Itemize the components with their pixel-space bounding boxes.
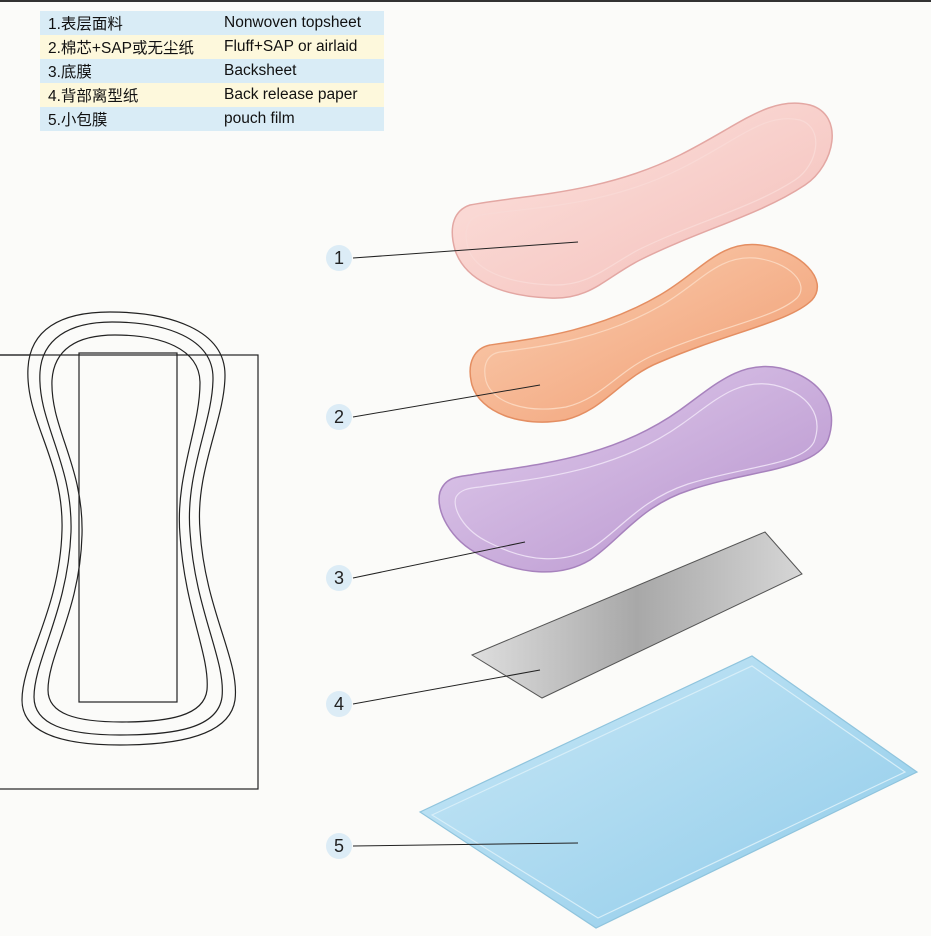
legend-zh-label: 5.小包膜: [40, 107, 216, 131]
leader-line-4: [352, 669, 541, 705]
legend-zh-label: 3.底膜: [40, 59, 216, 83]
callout-2: 2: [326, 404, 352, 430]
pad-inner-outline: [47, 334, 208, 723]
legend-en-label: Fluff+SAP or airlaid: [216, 35, 384, 59]
top-border: [0, 0, 931, 2]
callout-4: 4: [326, 691, 352, 717]
legend-zh-label: 2.棉芯+SAP或无尘纸: [40, 35, 216, 59]
legend-row: 1.表层面料 Nonwoven topsheet: [40, 11, 384, 35]
callout-3: 3: [326, 565, 352, 591]
leader-line-5: [352, 842, 579, 847]
legend-row: 3.底膜 Backsheet: [40, 59, 384, 83]
legend-row: 4.背部离型纸 Back release paper: [40, 83, 384, 107]
absorbent-core-layer: [469, 243, 819, 423]
callout-5: 5: [326, 833, 352, 859]
backsheet-layer: [438, 365, 833, 573]
legend-en-label: Nonwoven topsheet: [216, 11, 384, 35]
pouch-film-layer: [418, 655, 919, 929]
absorbent-core-outline: [78, 352, 178, 703]
callout-1: 1: [326, 245, 352, 271]
topsheet-layer: [451, 102, 833, 299]
legend-zh-label: 1.表层面料: [40, 11, 216, 35]
leader-line-1: [352, 241, 579, 259]
release-paper-layer: [470, 531, 803, 699]
legend-en-label: Backsheet: [216, 59, 384, 83]
backsheet-inner-edge: [454, 383, 818, 560]
pad-outer-outline: [21, 311, 237, 746]
legend-row: 2.棉芯+SAP或无尘纸 Fluff+SAP or airlaid: [40, 35, 384, 59]
legend-table: 1.表层面料 Nonwoven topsheet 2.棉芯+SAP或无尘纸 Fl…: [40, 11, 384, 131]
legend-zh-label: 4.背部离型纸: [40, 83, 216, 107]
pad-outline-drawing: [0, 311, 259, 790]
core-inner-edge: [484, 257, 802, 410]
leader-line-2: [352, 384, 541, 418]
legend-en-label: Back release paper: [216, 83, 384, 107]
pad-middle-outline: [33, 321, 223, 736]
pad-frame-outline: [0, 354, 259, 790]
leader-line-3: [352, 541, 526, 579]
leader-lines: [352, 241, 579, 847]
legend-row: 5.小包膜 pouch film: [40, 107, 384, 131]
topsheet-inner-edge: [465, 118, 817, 286]
legend-en-label: pouch film: [216, 107, 384, 131]
